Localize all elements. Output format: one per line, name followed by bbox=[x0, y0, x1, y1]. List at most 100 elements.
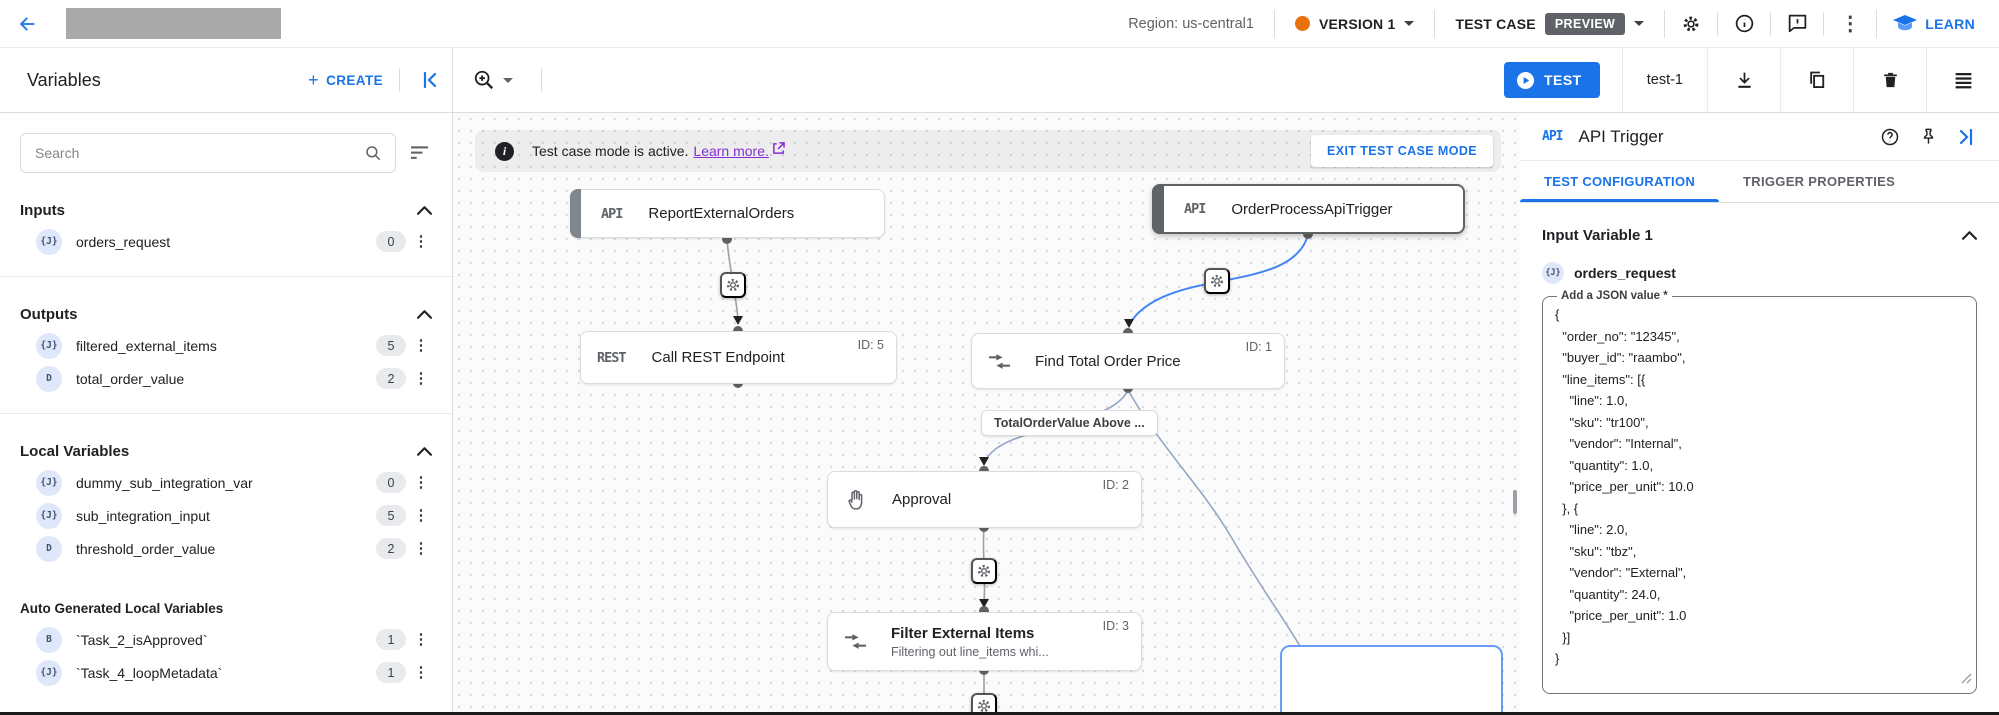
json-type-icon: {J} bbox=[36, 469, 62, 496]
tab-trigger-properties[interactable]: TRIGGER PROPERTIES bbox=[1719, 161, 1919, 202]
variables-sidebar: Inputs {J} orders_request 0 ⋮ Outputs bbox=[0, 113, 453, 715]
variable-row[interactable]: {J} sub_integration_input 5 ⋮ bbox=[0, 499, 452, 532]
edge-config-button[interactable] bbox=[1204, 268, 1230, 294]
edge-config-button[interactable] bbox=[971, 693, 997, 715]
pin-button[interactable] bbox=[1909, 118, 1947, 156]
node-report-external-orders[interactable]: API ReportExternalOrders bbox=[570, 189, 885, 238]
row-menu-button[interactable]: ⋮ bbox=[406, 475, 436, 490]
collapse-section-button[interactable] bbox=[1962, 231, 1977, 240]
back-arrow-icon bbox=[16, 13, 38, 35]
graduation-cap-icon bbox=[1893, 15, 1918, 32]
more-options-button[interactable]: ⋮ bbox=[1830, 4, 1870, 44]
double-type-icon: D bbox=[36, 535, 62, 562]
collapse-section-button[interactable] bbox=[413, 202, 436, 219]
usage-count-badge: 0 bbox=[376, 231, 406, 252]
canvas-scrollbar[interactable] bbox=[1513, 490, 1517, 514]
help-button[interactable] bbox=[1871, 118, 1909, 156]
list-menu-button[interactable] bbox=[1927, 48, 1999, 112]
section-title: Local Variables bbox=[20, 442, 130, 460]
top-bar: Region: us-central1 VERSION 1 TEST CASE … bbox=[0, 0, 1999, 48]
variable-row[interactable]: {J} dummy_sub_integration_var 0 ⋮ bbox=[0, 466, 452, 499]
trigger-accent-bar bbox=[1152, 184, 1164, 234]
feedback-button[interactable] bbox=[1777, 4, 1817, 44]
create-variable-button[interactable]: + CREATE bbox=[308, 71, 383, 89]
region-label: Region: us-central1 bbox=[1128, 15, 1254, 32]
chevron-up-icon bbox=[417, 310, 432, 319]
zoom-control[interactable] bbox=[473, 69, 513, 91]
variable-name: sub_integration_input bbox=[76, 507, 210, 524]
collapse-sidebar-button[interactable] bbox=[420, 70, 440, 90]
variable-row[interactable]: {J} orders_request 0 ⋮ bbox=[0, 225, 452, 258]
usage-count-badge: 5 bbox=[376, 335, 406, 356]
variable-row[interactable]: B `Task_2_isApproved` 1 ⋮ bbox=[0, 623, 452, 656]
row-menu-button[interactable]: ⋮ bbox=[406, 632, 436, 647]
node-find-total-order-price[interactable]: Find Total Order Price ID: 1 bbox=[971, 333, 1285, 389]
node-approval[interactable]: Approval ID: 2 bbox=[827, 471, 1142, 528]
edge-condition-label[interactable]: TotalOrderValue Above ... bbox=[981, 410, 1158, 436]
section-header-outputs: Outputs bbox=[0, 299, 452, 329]
collapse-panel-button[interactable] bbox=[1947, 118, 1985, 156]
more-vertical-icon: ⋮ bbox=[413, 474, 429, 491]
row-menu-button[interactable]: ⋮ bbox=[406, 541, 436, 556]
delete-button[interactable] bbox=[1854, 48, 1926, 112]
plus-icon: + bbox=[308, 70, 320, 90]
edge-config-button[interactable] bbox=[720, 272, 746, 298]
section-header-auto-generated: Auto Generated Local Variables bbox=[0, 593, 452, 623]
variable-row[interactable]: D threshold_order_value 2 ⋮ bbox=[0, 532, 452, 565]
section-header-local-variables: Local Variables bbox=[0, 436, 452, 466]
learn-button[interactable]: LEARN bbox=[1883, 15, 1985, 32]
resize-handle-icon[interactable] bbox=[1961, 671, 1972, 689]
search-input[interactable] bbox=[20, 133, 396, 173]
search-icon bbox=[364, 144, 382, 162]
more-vertical-icon: ⋮ bbox=[413, 337, 429, 354]
more-vertical-icon: ⋮ bbox=[413, 507, 429, 524]
variable-name: `Task_2_isApproved` bbox=[76, 631, 208, 648]
node-filter-external-items[interactable]: Filter External Items Filtering out line… bbox=[827, 612, 1142, 671]
divider bbox=[0, 413, 452, 414]
flow-canvas[interactable]: i Test case mode is active. Learn more. … bbox=[453, 113, 1520, 715]
pin-icon bbox=[1919, 127, 1938, 146]
exit-test-case-mode-button[interactable]: EXIT TEST CASE MODE bbox=[1311, 135, 1493, 167]
variable-row[interactable]: {J} filtered_external_items 5 ⋮ bbox=[0, 329, 452, 362]
tab-test-configuration[interactable]: TEST CONFIGURATION bbox=[1520, 161, 1720, 202]
preview-badge: PREVIEW bbox=[1544, 12, 1626, 35]
divider bbox=[1717, 11, 1719, 36]
variable-row[interactable]: D total_order_value 2 ⋮ bbox=[0, 362, 452, 395]
selection-box[interactable] bbox=[1280, 645, 1503, 715]
row-menu-button[interactable]: ⋮ bbox=[406, 508, 436, 523]
variable-row[interactable]: {J} `Task_4_loopMetadata` 1 ⋮ bbox=[0, 656, 452, 689]
test-button[interactable]: TEST bbox=[1503, 62, 1600, 98]
test-case-selector[interactable]: TEST CASE PREVIEW bbox=[1441, 12, 1658, 35]
collapse-section-button[interactable] bbox=[413, 306, 436, 323]
version-selector[interactable]: VERSION 1 bbox=[1281, 16, 1429, 32]
divider bbox=[1926, 48, 1927, 112]
sort-button[interactable] bbox=[402, 146, 438, 160]
section-title: Outputs bbox=[20, 305, 78, 323]
variable-row: {J} orders_request bbox=[1542, 262, 1977, 284]
divider bbox=[0, 276, 452, 277]
test-case-name[interactable]: test-1 bbox=[1646, 72, 1683, 88]
row-menu-button[interactable]: ⋮ bbox=[406, 371, 436, 386]
node-order-process-api-trigger[interactable]: API OrderProcessApiTrigger bbox=[1152, 184, 1465, 234]
node-title: Approval bbox=[892, 491, 952, 508]
sort-icon bbox=[410, 146, 430, 160]
row-menu-button[interactable]: ⋮ bbox=[406, 338, 436, 353]
node-call-rest-endpoint[interactable]: REST Call REST Endpoint ID: 5 bbox=[580, 331, 897, 384]
redacted-integration-name bbox=[66, 8, 281, 39]
settings-button[interactable] bbox=[1671, 4, 1711, 44]
edge-config-button[interactable] bbox=[971, 558, 997, 584]
duplicate-button[interactable] bbox=[1781, 48, 1853, 112]
download-button[interactable] bbox=[1708, 48, 1780, 112]
learn-more-link[interactable]: Learn more. bbox=[693, 143, 769, 159]
json-value-textarea[interactable]: { "order_no": "12345", "buyer_id": "raam… bbox=[1555, 304, 1964, 676]
api-badge: API bbox=[1542, 129, 1564, 144]
gear-icon bbox=[975, 562, 993, 580]
collapse-section-button[interactable] bbox=[413, 443, 436, 460]
back-button[interactable] bbox=[10, 7, 44, 41]
info-button[interactable] bbox=[1724, 4, 1764, 44]
row-menu-button[interactable]: ⋮ bbox=[406, 234, 436, 249]
row-menu-button[interactable]: ⋮ bbox=[406, 665, 436, 680]
download-icon bbox=[1734, 70, 1755, 91]
chevron-down-icon bbox=[1404, 21, 1415, 26]
